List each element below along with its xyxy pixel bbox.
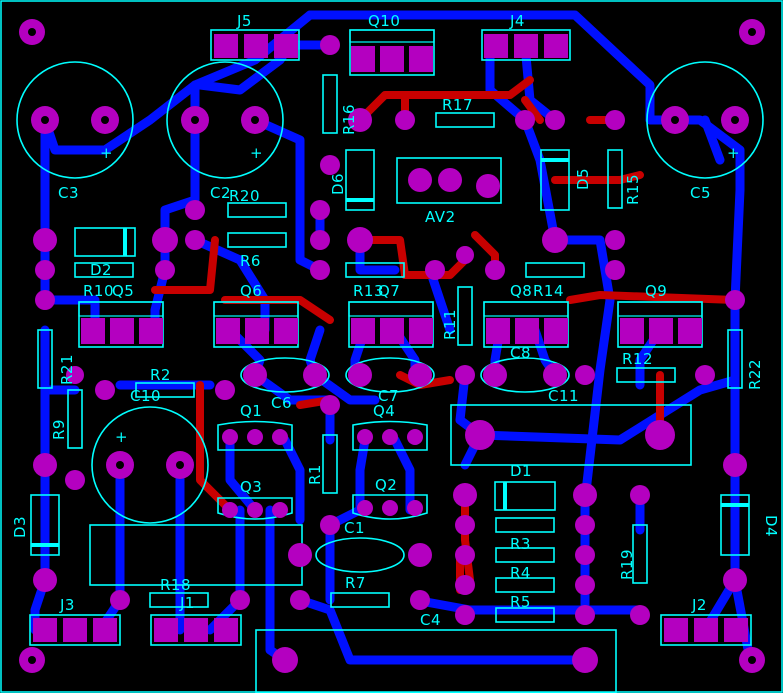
label-r21: R21 [58,354,76,385]
label-r16: R16 [340,104,358,135]
label-q2: Q2 [375,476,397,494]
label-r17: R17 [442,96,473,114]
label-r10: R10 [83,282,114,300]
label-r9: R9 [50,419,68,440]
label-r20: R20 [229,187,260,205]
header-outline-j3 [29,614,121,646]
label-j2: J2 [691,596,707,614]
label-r3: R3 [510,535,531,553]
label-c8: C8 [510,344,531,362]
label-c4: C4 [420,611,441,629]
cap-outline-c2 [166,61,284,179]
label-q6: Q6 [240,282,262,300]
label-r18: R18 [160,576,191,594]
label-d2: D2 [90,261,112,279]
header-outline-j1 [150,614,242,646]
label-c6: C6 [271,394,292,412]
label-c2: C2 [210,184,231,202]
label-r13: R13 [353,282,384,300]
label-j4: J4 [509,12,525,30]
label-d3: D3 [11,516,29,538]
label-r19: R19 [618,549,636,580]
cap-outline-c3 [16,61,134,179]
label-q8: Q8 [510,282,532,300]
label-r12: R12 [622,350,653,368]
label-q4: Q4 [373,402,395,420]
silkscreen-outlines: + + + + [16,29,764,693]
label-r15: R15 [624,174,642,205]
label-q3: Q3 [240,478,262,496]
label-j5: J5 [236,12,252,30]
label-r14: R14 [533,282,564,300]
label-c5: C5 [690,184,711,202]
label-r7: R7 [345,574,366,592]
label-q1: Q1 [240,402,262,420]
label-q7: Q7 [378,282,400,300]
label-c3: C3 [58,184,79,202]
label-r22: R22 [746,359,764,390]
label-d6: D6 [329,173,347,195]
label-r6: R6 [240,252,261,270]
label-c11: C11 [548,387,579,405]
label-r11: R11 [441,309,459,340]
component-labels: J5 Q10 J4 C3 C2 R20 R6 R16 R17 D6 AV2 D5… [11,12,780,629]
cap-outline-c5 [646,61,764,179]
label-r4: R4 [510,564,531,582]
header-outline-j4 [481,29,571,61]
svg-text:+: + [250,144,263,162]
cap-outline-c10 [91,406,209,524]
label-r1: R1 [306,464,324,485]
label-r2: R2 [150,366,171,384]
svg-text:+: + [100,144,113,162]
label-j3: J3 [59,596,75,614]
label-d5: D5 [574,168,592,190]
label-c7: C7 [378,387,399,405]
header-outline-j5 [210,29,300,61]
svg-text:+: + [727,144,740,162]
svg-text:+: + [115,428,128,446]
label-r5: R5 [510,593,531,611]
label-q5: Q5 [112,282,134,300]
label-c10: C10 [130,387,161,405]
label-q9: Q9 [645,282,667,300]
label-c1: C1 [344,519,365,537]
label-q10: Q10 [368,12,400,30]
label-d1: D1 [510,462,532,480]
pads [19,19,765,673]
label-d4: D4 [762,515,780,537]
label-av2: AV2 [425,208,456,226]
header-outline-j2 [660,614,752,646]
label-j1: J1 [179,594,195,612]
